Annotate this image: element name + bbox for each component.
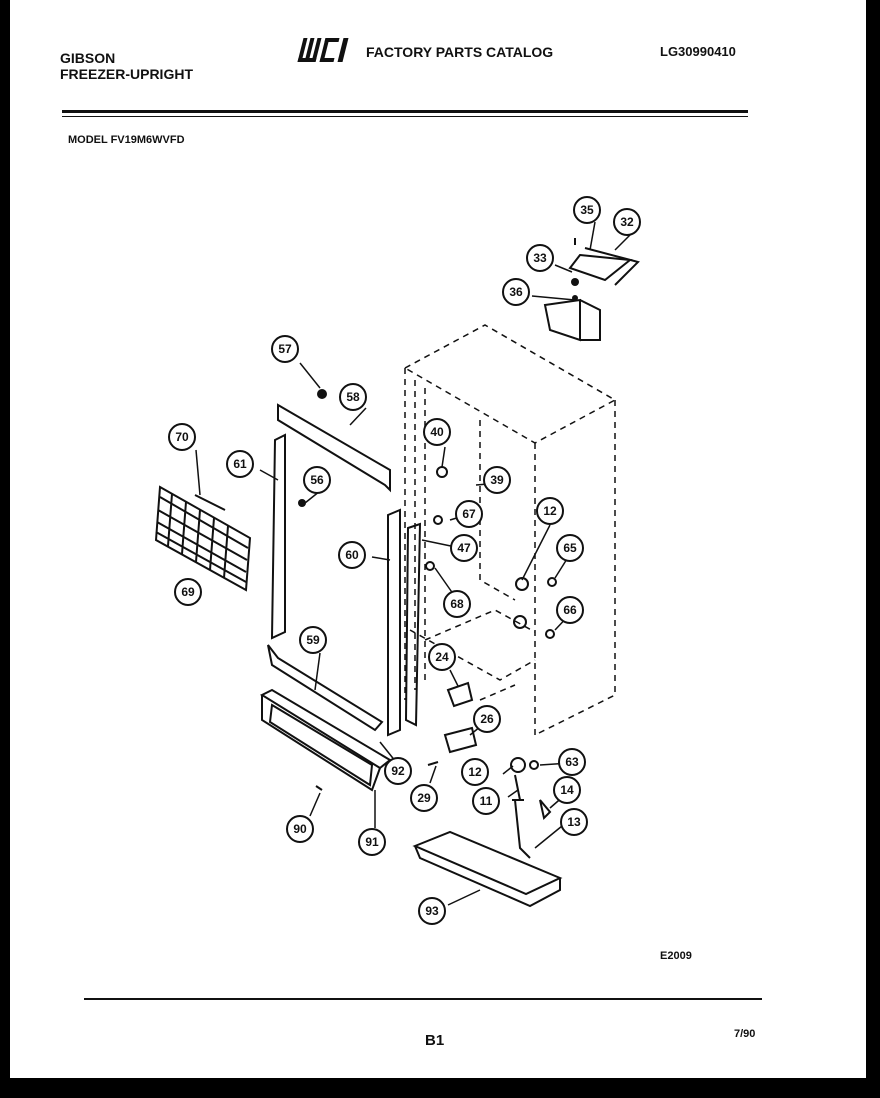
callout-68: 68 bbox=[443, 590, 471, 618]
drain-pan bbox=[412, 830, 563, 908]
callout-67: 67 bbox=[455, 500, 483, 528]
callout-26: 26 bbox=[473, 705, 501, 733]
callout-66: 66 bbox=[556, 596, 584, 624]
callout-14: 14 bbox=[553, 776, 581, 804]
callout-24: 24 bbox=[428, 643, 456, 671]
callout-13: 13 bbox=[560, 808, 588, 836]
wci-logo bbox=[297, 38, 349, 62]
callout-label: 58 bbox=[346, 390, 360, 404]
callout-label: 60 bbox=[345, 548, 359, 562]
callout-59: 59 bbox=[299, 626, 327, 654]
document-number: LG30990410 bbox=[660, 44, 736, 59]
callout-label: 39 bbox=[490, 473, 504, 487]
hardware-parts bbox=[315, 466, 557, 859]
diagram-code: E2009 bbox=[660, 950, 692, 962]
callout-label: 90 bbox=[293, 822, 307, 836]
catalog-title: FACTORY PARTS CATALOG bbox=[366, 44, 554, 60]
callout-32: 32 bbox=[613, 208, 641, 236]
callout-63: 63 bbox=[558, 748, 586, 776]
product-category: FREEZER-UPRIGHT bbox=[60, 66, 193, 82]
callout-91: 91 bbox=[358, 828, 386, 856]
exploded-parts-diagram: 35 32 33 36 57 58 70 61 56 40 39 12 67 47 60 65 68 66 69 59… bbox=[154, 196, 641, 925]
callout-label: 26 bbox=[480, 712, 494, 726]
callout-label: 47 bbox=[457, 541, 471, 555]
callout-93: 93 bbox=[418, 897, 446, 925]
callout-36: 36 bbox=[502, 278, 530, 306]
callout-11: 11 bbox=[472, 787, 500, 815]
cabinet-outline bbox=[403, 324, 617, 736]
brand-name: GIBSON bbox=[60, 50, 116, 66]
callout-label: 65 bbox=[563, 541, 577, 555]
callout-61: 61 bbox=[226, 450, 254, 478]
callout-label: 69 bbox=[181, 585, 195, 599]
callout-label: 40 bbox=[430, 425, 444, 439]
toe-plate bbox=[259, 688, 392, 792]
callout-label: 12 bbox=[543, 504, 557, 518]
callout-69: 69 bbox=[174, 578, 202, 606]
callout-label: 32 bbox=[620, 215, 634, 229]
revision-date: 7/90 bbox=[734, 1028, 756, 1040]
door-gasket-frame bbox=[267, 389, 422, 737]
callout-label: 57 bbox=[278, 342, 292, 356]
callout-57: 57 bbox=[271, 335, 299, 363]
callout-56: 56 bbox=[303, 466, 331, 494]
callout-33: 33 bbox=[526, 244, 554, 272]
callout-label: 67 bbox=[462, 507, 476, 521]
callout-70: 70 bbox=[168, 423, 196, 451]
callout-12: 12 bbox=[536, 497, 564, 525]
callout-58: 58 bbox=[339, 383, 367, 411]
callout-label: 14 bbox=[560, 783, 574, 797]
callout-group: 35 32 33 36 57 58 70 61 56 40 39 12 67 47 60 65 68 66 69 59… bbox=[168, 196, 641, 925]
callout-92: 92 bbox=[384, 757, 412, 785]
callout-label: 92 bbox=[391, 764, 405, 778]
callout-label: 61 bbox=[233, 457, 247, 471]
top-hinge-assembly bbox=[543, 238, 640, 342]
callout-label: 11 bbox=[480, 794, 493, 808]
callout-39: 39 bbox=[483, 466, 511, 494]
model-number: MODEL FV19M6WVFD bbox=[68, 134, 185, 146]
callout-label: 35 bbox=[580, 203, 594, 217]
callout-47: 47 bbox=[450, 534, 478, 562]
callout-label: 93 bbox=[425, 904, 439, 918]
callout-label: 68 bbox=[450, 597, 464, 611]
callout-label: 33 bbox=[533, 251, 547, 265]
page-number: B1 bbox=[425, 1032, 445, 1049]
callout-label: 36 bbox=[509, 285, 523, 299]
callout-35: 35 bbox=[573, 196, 601, 224]
callout-label: 29 bbox=[417, 791, 431, 805]
callout-label: 56 bbox=[310, 473, 324, 487]
footer-rule bbox=[84, 998, 762, 1000]
callout-label: 24 bbox=[435, 650, 449, 664]
callout-40: 40 bbox=[423, 418, 451, 446]
callout-label: 12 bbox=[468, 765, 482, 779]
callout-65: 65 bbox=[556, 534, 584, 562]
header-rule-thin bbox=[62, 116, 748, 117]
callout-29: 29 bbox=[410, 784, 438, 812]
front-grille bbox=[154, 485, 252, 592]
callout-label: 70 bbox=[175, 430, 189, 444]
callout-label: 66 bbox=[563, 603, 577, 617]
callout-60: 60 bbox=[338, 541, 366, 569]
parts-sheet: GIBSON FREEZER-UPRIGHT FACTORY PARTS CAT… bbox=[10, 0, 866, 1078]
callout-label: 63 bbox=[565, 755, 579, 769]
header-rule bbox=[62, 110, 748, 113]
callout-label: 13 bbox=[567, 815, 581, 829]
callout-label: 91 bbox=[365, 835, 379, 849]
callout-90: 90 bbox=[286, 815, 314, 843]
callout-label: 59 bbox=[306, 633, 320, 647]
callout-12: 12 bbox=[461, 758, 489, 786]
